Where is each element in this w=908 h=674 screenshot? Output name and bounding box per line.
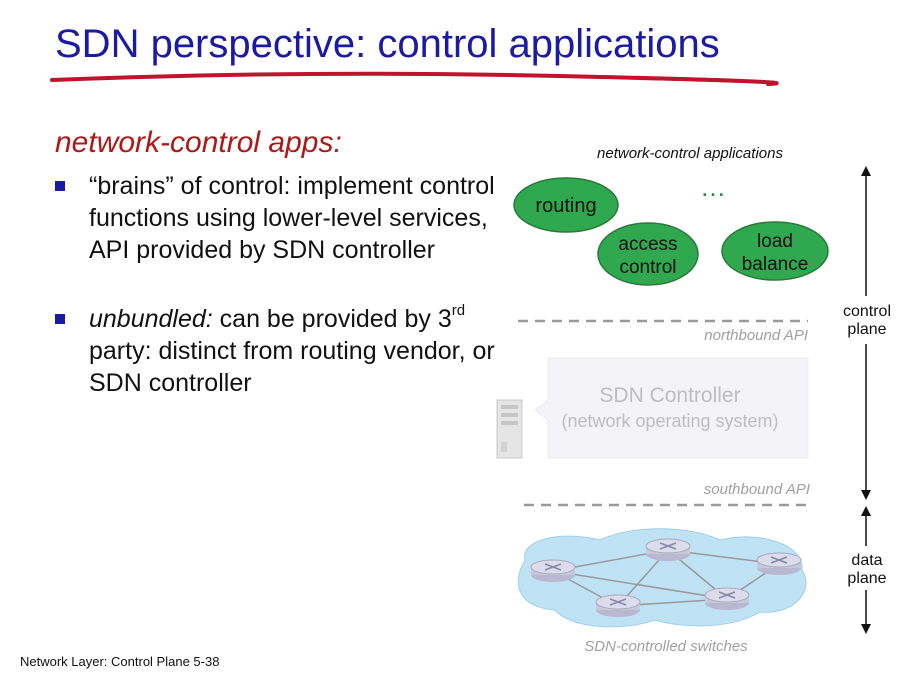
bullet-text: “brains” of control: implement control f… [89,172,495,264]
arrow-icon [861,490,871,500]
arrow-icon [861,506,871,516]
arrow-icon [861,624,871,634]
server-icon [496,399,523,459]
title-underline [50,71,779,86]
router-icon [530,559,576,582]
data-plane-label-line1: data [851,552,882,569]
bullet-superscript: rd [451,302,466,319]
bullet-italic-prefix: unbundled: [89,305,213,333]
app-routing-label: routing [535,195,596,217]
northbound-label: northbound API [704,327,808,344]
router-icon [704,587,750,610]
app-load-label: load [757,231,793,252]
app-routing: routing [513,177,619,233]
control-plane-label-line1: control [843,303,891,320]
control-plane-label-line2: plane [847,321,886,338]
subheading: network-control apps: [55,126,342,159]
bullet-item: unbundled: can be provided by 3rd party:… [55,303,495,399]
bullet-item: “brains” of control: implement control f… [55,170,495,266]
app-control-label: control [619,257,676,278]
page-title: SDN perspective: control applications [55,22,720,66]
sdn-controller: SDN Controller (network operating system… [534,357,809,459]
bullet-square-icon [55,314,65,324]
data-plane-label-line2: plane [847,570,886,587]
control-plane-arrow [861,166,871,500]
bullet-text-part: can be provided by 3 [212,305,452,333]
app-access-label: access [618,234,677,255]
app-load-balance: load balance [721,221,829,281]
apps-header: network-control applications [597,145,783,162]
bullet-square-icon [55,181,65,191]
app-balance-label: balance [742,254,809,275]
bullet-text: unbundled: can be provided by 3rd party:… [89,303,495,399]
data-plane-arrow [861,506,871,634]
controller-title: SDN Controller [599,384,740,407]
apps-ellipsis: … [700,172,726,202]
controller-subtitle: (network operating system) [561,411,778,431]
switches-label: SDN-controlled switches [584,638,748,655]
router-icon [645,538,691,561]
router-icon [756,552,802,575]
app-access-control: access control [597,222,699,286]
router-icon [595,594,641,617]
southbound-label: southbound API [704,481,810,498]
footer: Network Layer: Control Plane 5-38 [20,654,220,669]
arrow-icon [861,166,871,176]
bullet-text-part: party: distinct from routing vendor, or … [89,337,495,397]
